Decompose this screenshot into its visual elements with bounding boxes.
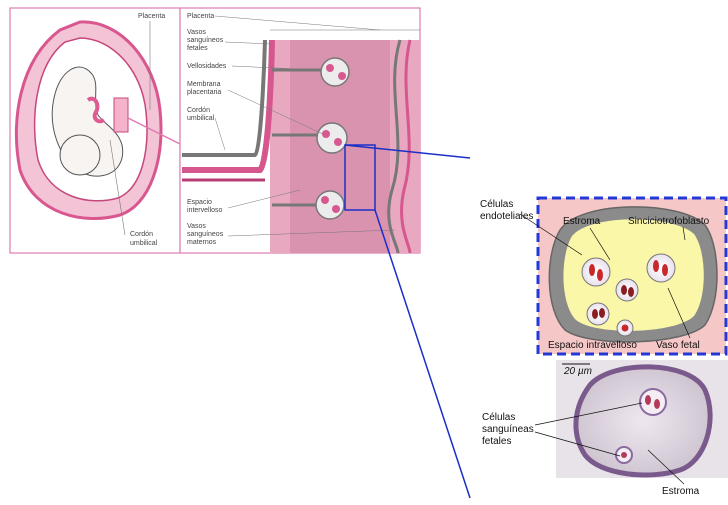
label-estroma-top: Estroma [563, 216, 601, 227]
label-espacio-2: intervelloso [187, 207, 223, 214]
label-membrana-2: placentaria [187, 89, 221, 96]
label-placenta: Placenta [187, 13, 214, 20]
label-celulas-endoteliales-2: endoteliales [480, 211, 533, 222]
label-cordon-left-2: umbilical [130, 240, 158, 247]
label-membrana-1: Membrana [187, 81, 221, 88]
label-sinciciotrofoblasto: Sinciciotrofoblasto [628, 216, 710, 227]
label-espacio-1: Espacio [187, 199, 212, 206]
micrograph-vessel-1 [640, 389, 666, 415]
label-espacio-intervelloso: Espacio intravelloso [548, 340, 637, 351]
label-estroma-bottom: Estroma [662, 486, 700, 497]
label-placenta-left: Placenta [138, 13, 165, 20]
label-vellosidades: Vellosidades [187, 63, 227, 70]
label-vasos-maternos-3: maternos [187, 239, 217, 246]
label-vasos-fetales-1: Vasos [187, 29, 206, 36]
label-vasos-maternos-2: sanguíneos [187, 231, 224, 238]
label-celulas-sanguineas-2: sanguíneas [482, 424, 534, 435]
micrograph-panel: 20 µm [556, 360, 728, 478]
label-celulas-sanguineas-1: Células [482, 412, 515, 423]
micrograph-villus [576, 367, 710, 475]
label-vasos-fetales-3: fetales [187, 45, 208, 52]
micrograph-scale: 20 µm [563, 366, 592, 377]
zoom-connector-bottom [375, 210, 470, 498]
label-celulas-endoteliales-1: Células [480, 199, 513, 210]
uterus-panel: Placenta Cordón umbilical [10, 8, 182, 253]
villus-zoom-panel: Estroma Sinciciotrofoblasto Células endo… [480, 198, 726, 354]
placenta-region [114, 98, 128, 132]
label-vasos-maternos-1: Vasos [187, 223, 206, 230]
label-vaso-fetal: Vaso fetal [656, 340, 700, 351]
label-vasos-fetales-2: sanguíneos [187, 37, 224, 44]
label-celulas-sanguineas-3: fetales [482, 436, 511, 447]
label-cordon-left-1: Cordón [130, 231, 153, 238]
fetus-head [60, 135, 100, 175]
label-cordon-2: umbilical [187, 115, 215, 122]
placenta-section-panel: Placenta Vasos sanguíneos fetales Vellos… [180, 8, 420, 253]
label-cordon-1: Cordón [187, 107, 210, 114]
